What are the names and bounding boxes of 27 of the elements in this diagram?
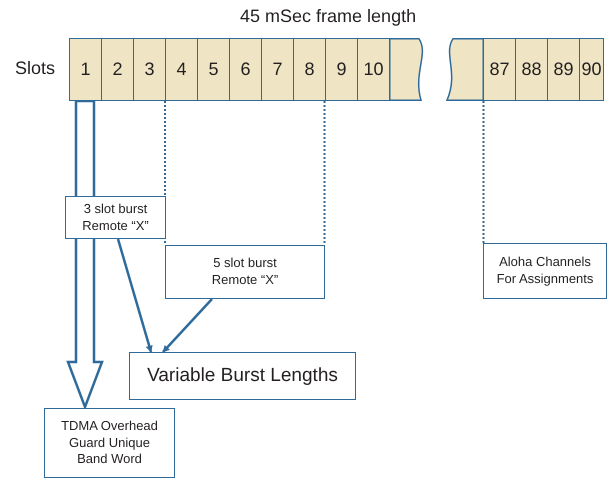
slot-cell: 89 <box>547 38 580 101</box>
block-arrow <box>66 100 104 411</box>
slot-cell: 10 <box>357 38 390 101</box>
callout-box: 5 slot burst Remote “X” <box>165 245 325 299</box>
callout-box: Variable Burst Lengths <box>129 352 356 400</box>
slot-cell: 5 <box>197 38 230 101</box>
dotted-line <box>324 101 326 245</box>
slot-cell: 9 <box>325 38 358 101</box>
dotted-line <box>482 101 484 243</box>
slot-cell: 1 <box>69 38 102 101</box>
slot-cell: 7 <box>261 38 294 101</box>
slot-cell: 87 <box>483 38 516 101</box>
callout-box: 3 slot burst Remote “X” <box>65 196 166 239</box>
slot-cell: 6 <box>229 38 262 101</box>
slot-cell: 4 <box>165 38 198 101</box>
arrow <box>162 298 213 353</box>
slot-cell: 8 <box>293 38 326 101</box>
callout-box: TDMA Overhead Guard Unique Band Word <box>44 408 175 478</box>
torn-slot-cell <box>445 38 484 101</box>
slot-cell: 2 <box>101 38 134 101</box>
arrow <box>116 238 153 353</box>
callout-box: Aloha Channels For Assignments <box>483 243 607 299</box>
slot-cell: 3 <box>133 38 166 101</box>
row-label: Slots <box>15 58 56 79</box>
slot-cell: 88 <box>515 38 548 101</box>
slot-cell: 90 <box>579 38 604 101</box>
title: 45 mSec frame length <box>240 6 416 27</box>
